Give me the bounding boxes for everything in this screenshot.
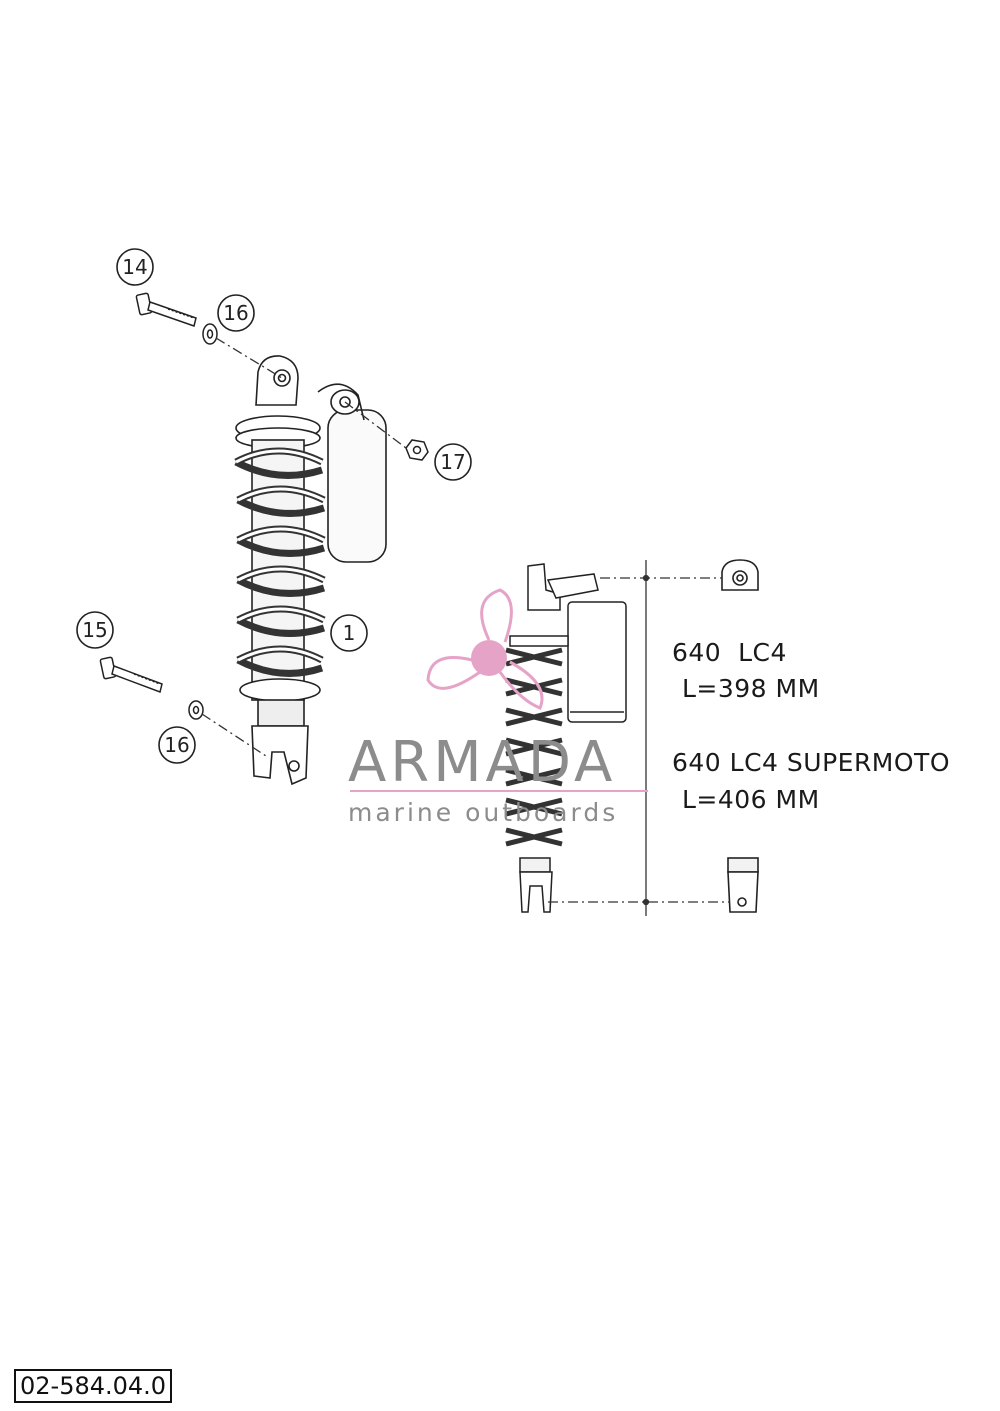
callout-16-top-label: 16 [223, 301, 248, 325]
callout-15-label: 15 [82, 618, 107, 642]
bolt-14 [135, 292, 197, 327]
washer-16-top [202, 323, 218, 345]
callout-16-top: 16 [217, 294, 255, 332]
top-eye-detail [721, 559, 759, 591]
drawing-number: 02-584.04.0 [14, 1369, 173, 1403]
nut-17 [405, 439, 429, 461]
length-dimension [548, 560, 730, 916]
callout-16-bottom-label: 16 [164, 733, 189, 757]
watermark-title: ARMADA [348, 730, 616, 795]
callout-17-label: 17 [440, 450, 465, 474]
shock-absorber-main [234, 355, 387, 786]
shock-absorber-side-view [505, 563, 627, 913]
callout-14: 14 [116, 248, 154, 286]
watermark-subtitle: marine outboards [348, 798, 618, 827]
propeller-logo [426, 588, 544, 710]
callout-1-label: 1 [343, 621, 356, 645]
assembly-lines [201, 337, 407, 757]
callout-16-bottom: 16 [158, 726, 196, 764]
spec-length-406: L=406 MM [682, 785, 820, 814]
spec-length-398: L=398 MM [682, 674, 820, 703]
callout-1: 1 [330, 614, 368, 652]
washer-16-bottom [188, 700, 204, 720]
spec-model-640-lc4: 640 LC4 [672, 638, 787, 667]
spec-model-supermoto: 640 LC4 SUPERMOTO [672, 748, 950, 777]
callout-14-label: 14 [122, 255, 147, 279]
callout-17: 17 [434, 443, 472, 481]
bottom-clevis-detail [727, 857, 759, 913]
armada-watermark: ARMADA marine outboards [348, 588, 648, 827]
callout-15: 15 [76, 611, 114, 649]
bolt-15 [99, 656, 163, 693]
